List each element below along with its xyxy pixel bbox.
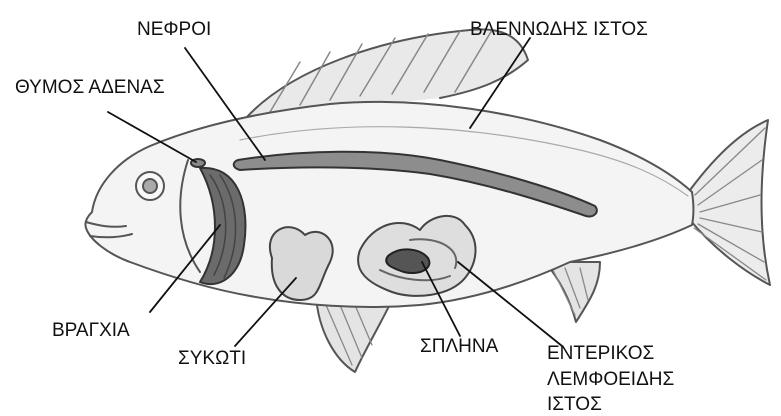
label-spleen: ΣΠΛΗΝΑ xyxy=(420,336,498,358)
label-intestinal-line3: ΙΣΤΟΣ xyxy=(547,394,602,416)
label-intestinal-line2: ΛΕΜΦΟΕΙΔΗΣ xyxy=(547,369,674,391)
label-intestinal-line1: ΕΝΤΕΡΙΚΟΣ xyxy=(547,343,654,365)
label-gills: ΒΡΑΓΧΙΑ xyxy=(52,320,130,342)
tail-fin xyxy=(690,120,770,285)
label-nephroi: ΝΕΦΡΟΙ xyxy=(137,19,211,41)
label-mucous-tissue: ΒΛΕΝΝΩΔΗΣ ΙΣΤΟΣ xyxy=(470,19,648,41)
label-thymus: ΘΥΜΟΣ ΑΔΕΝΑΣ xyxy=(15,77,165,99)
label-liver: ΣΥΚΩΤΙ xyxy=(178,348,246,370)
